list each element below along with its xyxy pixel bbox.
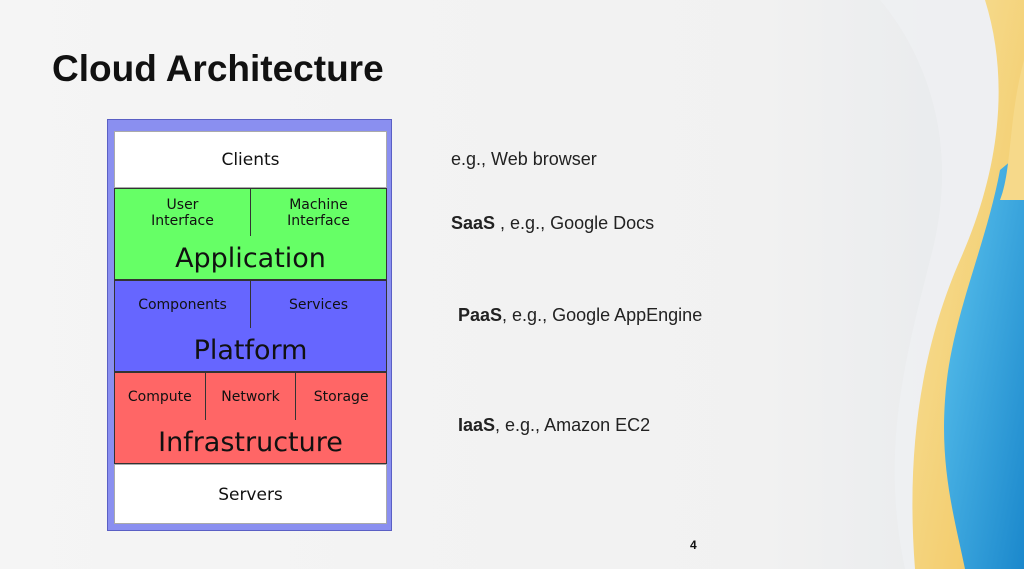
machine-interface-cell: Machine Interface: [287, 196, 350, 229]
slide-title: Cloud Architecture: [52, 48, 384, 89]
cloud-stack-diagram: Clients User Interface Machine Interface…: [107, 119, 392, 531]
clients-layer: Clients: [114, 131, 387, 188]
page-number: 4: [690, 538, 697, 552]
paas-example: , e.g., Google AppEngine: [502, 305, 703, 325]
servers-label: Servers: [218, 485, 283, 505]
user-interface-cell: User Interface: [115, 189, 251, 236]
iaas-example: , e.g., Amazon EC2: [495, 415, 651, 435]
application-layer: User Interface Machine Interface Applica…: [114, 188, 387, 280]
infrastructure-layer: Compute Network Storage Infrastructure: [114, 372, 387, 464]
clients-label: Clients: [221, 150, 280, 170]
paas-term: PaaS: [458, 305, 503, 325]
network-cell: Network: [206, 373, 297, 420]
iaas-term: IaaS: [458, 415, 496, 435]
clients-note: e.g., Web browser: [451, 149, 597, 169]
paas-note: PaaS, e.g., Google AppEngine: [458, 305, 702, 326]
compute-cell: Compute: [115, 373, 206, 420]
servers-layer: Servers: [114, 464, 387, 524]
application-label: Application: [175, 243, 326, 274]
platform-subrow: Components Services: [115, 281, 386, 328]
storage-cell: Storage: [313, 388, 369, 405]
saas-note: SaaS , e.g., Google Docs: [451, 213, 654, 234]
infrastructure-subrow: Compute Network Storage: [115, 373, 386, 420]
components-cell: Components: [115, 281, 251, 328]
saas-term: SaaS: [451, 213, 496, 233]
platform-layer: Components Services Platform: [114, 280, 387, 372]
platform-label: Platform: [193, 335, 308, 366]
services-cell: Services: [288, 296, 349, 313]
iaas-note: IaaS, e.g., Amazon EC2: [458, 415, 650, 436]
application-subrow: User Interface Machine Interface: [115, 189, 386, 236]
infrastructure-label: Infrastructure: [158, 427, 343, 458]
saas-example: , e.g., Google Docs: [495, 213, 655, 233]
